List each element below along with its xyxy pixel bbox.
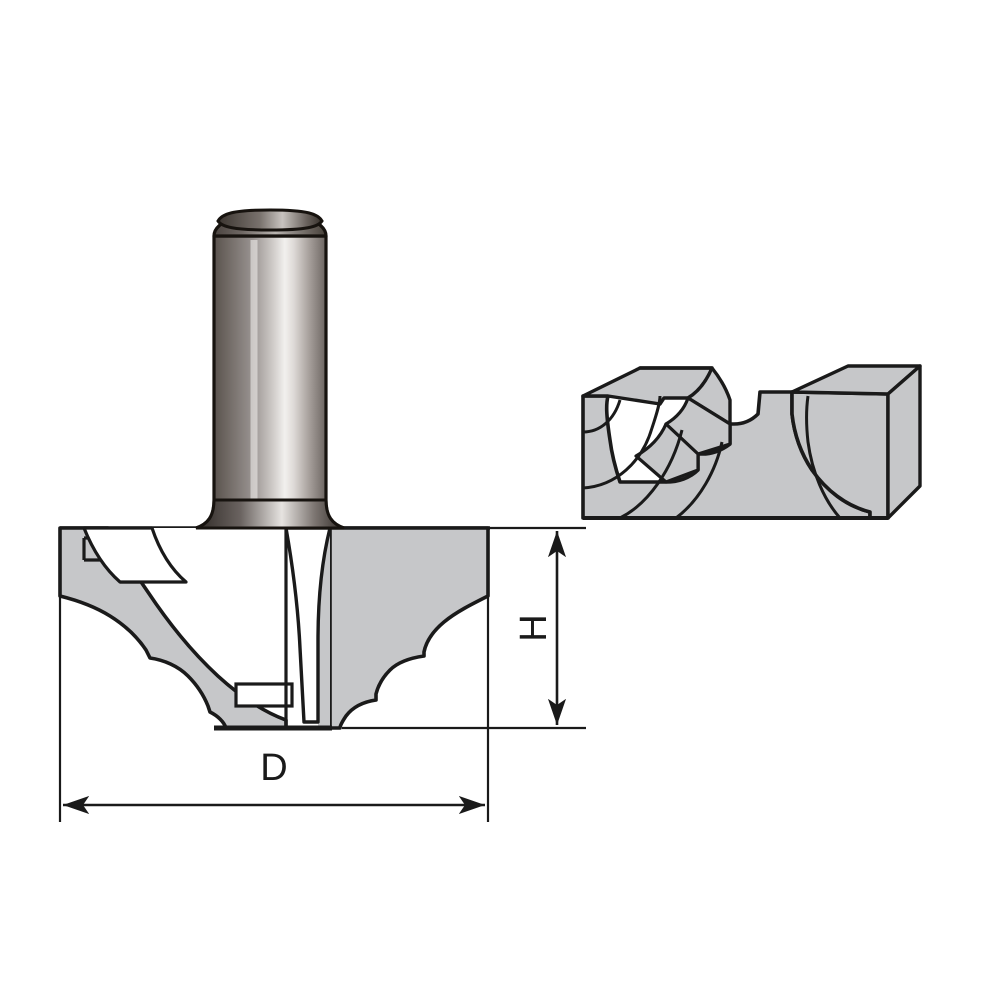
- wood-right-side: [886, 364, 922, 520]
- cutter-head: [58, 498, 490, 731]
- router-bit-shank: [194, 208, 346, 530]
- wood-right-curve: [805, 395, 842, 519]
- shank-body: [194, 234, 346, 530]
- left-cove-detail: [82, 526, 188, 584]
- base-notch: [234, 682, 294, 708]
- shank-top-face: [216, 208, 324, 232]
- dimension-diameter: D: [58, 528, 490, 822]
- dimension-label-h: H: [513, 614, 555, 641]
- head-right-inner-fill: [318, 528, 330, 728]
- wood-cove-line-2: [582, 395, 662, 490]
- wood-cove-line-3: [619, 429, 684, 520]
- head-right-body: [328, 526, 490, 730]
- wood-cove-line-1: [582, 399, 622, 434]
- workpiece-profile-sample: [581, 364, 922, 520]
- dimension-height: H: [342, 526, 586, 730]
- right-flute-face: [284, 526, 332, 724]
- shank-fillet: [195, 498, 345, 530]
- wood-cove-line-4: [675, 441, 724, 520]
- dimension-label-d: D: [260, 747, 287, 789]
- wood-ridge-lower: [634, 422, 700, 484]
